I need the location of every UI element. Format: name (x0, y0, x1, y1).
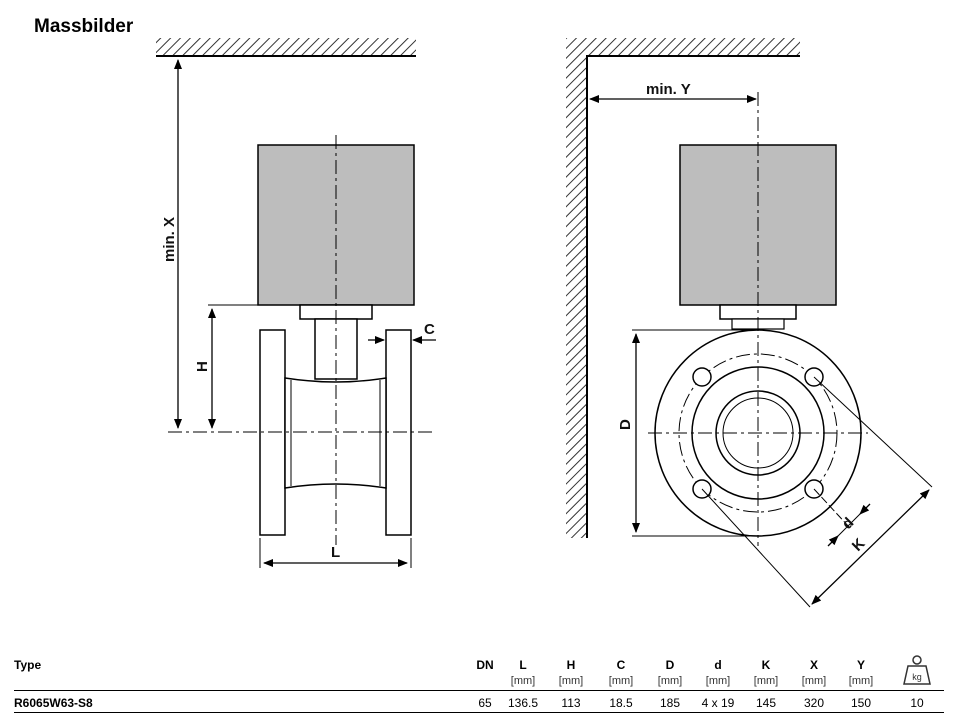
weight-unit-text: kg (912, 672, 922, 682)
wall-hatch-side (566, 38, 586, 538)
table-bottom-rule (14, 712, 944, 713)
ceiling-hatch (156, 38, 416, 55)
col-header-dn: DN (476, 658, 494, 672)
page-title: Massbilder (34, 16, 134, 37)
cell-d-bolt: 4 x 19 (701, 696, 735, 710)
col-header-k: K (761, 658, 771, 672)
col-header-c: C (616, 658, 626, 672)
col-unit-c: [mm] (608, 675, 634, 687)
col-unit-y: [mm] (848, 675, 874, 687)
d-outer-label: D (617, 419, 634, 430)
bolt-hole (692, 367, 712, 387)
weight-kg-icon: kg (903, 655, 931, 685)
table-row-type: R6065W63-S8 (14, 696, 93, 710)
cell-weight: 10 (910, 696, 924, 710)
col-unit-k: [mm] (753, 675, 779, 687)
cell-h: 113 (561, 696, 581, 710)
col-header-d-outer: D (665, 658, 675, 672)
col-unit-d-outer: [mm] (657, 675, 683, 687)
front-view: min. Y D K d (566, 38, 933, 608)
l-label: L (331, 544, 340, 561)
cell-d-outer: 185 (659, 696, 681, 710)
d-bolt-label: d (839, 514, 858, 533)
col-header-d-bolt: d (714, 658, 722, 672)
side-view: min. X H C L (156, 38, 436, 568)
col-unit-d-bolt: [mm] (705, 675, 731, 687)
type-header: Type (14, 658, 42, 672)
wall-hatch-top (566, 38, 800, 55)
col-header-l: L (519, 658, 527, 672)
col-unit-x: [mm] (801, 675, 827, 687)
h-label: H (194, 361, 211, 372)
cell-y: 150 (850, 696, 872, 710)
col-header-y: Y (856, 658, 865, 672)
col-unit-l: [mm] (510, 675, 536, 687)
cell-l: 136.5 (507, 696, 539, 710)
valve-body (284, 377, 387, 489)
cell-x: 320 (803, 696, 825, 710)
col-unit-h: [mm] (558, 675, 584, 687)
cell-c: 18.5 (609, 696, 633, 710)
c-label: C (424, 321, 435, 338)
table-divider (14, 690, 944, 691)
col-header-h: H (566, 658, 576, 672)
col-header-x: X (809, 658, 818, 672)
cell-k: 145 (755, 696, 777, 710)
dimension-drawing: min. X H C L min. Y (156, 38, 933, 608)
min-y-label: min. Y (646, 81, 691, 98)
cell-dn: 65 (478, 696, 492, 710)
min-x-label: min. X (161, 217, 178, 262)
